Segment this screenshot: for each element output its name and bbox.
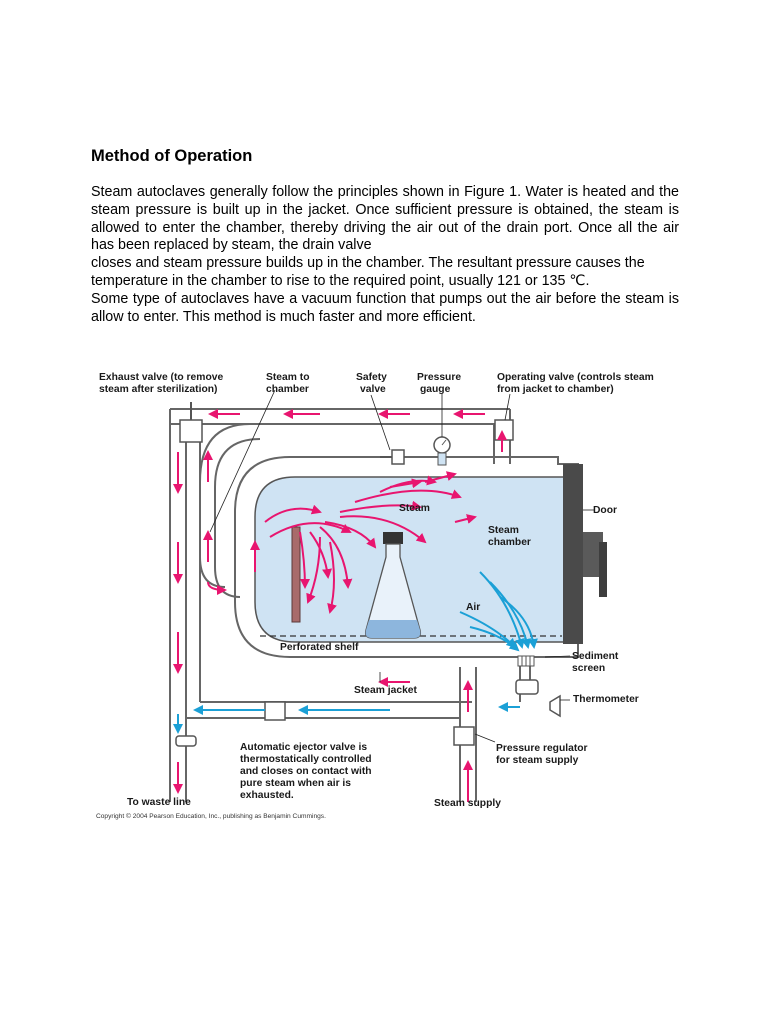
safety-valve — [391, 449, 405, 465]
label-to-waste-line: To waste line — [127, 797, 191, 808]
rack — [291, 526, 301, 623]
label-steam-to-chamber-2: chamber — [266, 384, 309, 395]
label-door: Door — [593, 505, 617, 516]
paragraph-2: closes and steam pressure builds up in t… — [91, 255, 645, 289]
label-sediment-screen-1: Sediment — [572, 651, 619, 662]
door-handle — [583, 532, 603, 577]
label-perforated-shelf: Perforated shelf — [280, 642, 359, 653]
operating-valve — [494, 419, 514, 441]
label-sediment-screen-2: screen — [572, 663, 605, 674]
label-operating-valve-2: from jacket to chamber) — [497, 384, 614, 395]
label-steam-chamber-2: chamber — [488, 537, 531, 548]
label-ejector-3: and closes on contact with — [240, 766, 372, 777]
air-arrows — [173, 571, 538, 734]
copyright-notice: Copyright © 2004 Pearson Education, Inc.… — [96, 813, 326, 820]
flask — [364, 532, 422, 639]
label-ejector-1: Automatic ejector valve is — [240, 742, 367, 753]
label-exhaust-valve-1: Exhaust valve (to remove — [99, 372, 223, 383]
label-steam: Steam — [399, 503, 430, 514]
steam-arrows — [173, 409, 507, 802]
label-thermometer: Thermometer — [573, 694, 639, 705]
label-exhaust-valve-2: steam after sterilization) — [99, 384, 217, 395]
label-pressure-regulator-2: for steam supply — [496, 755, 579, 766]
exhaust-valve — [179, 419, 203, 443]
drain-coupling — [175, 735, 197, 747]
label-steam-chamber-1: Steam — [488, 525, 519, 536]
ejector-valve — [264, 701, 286, 721]
autoclave-diagram: Exhaust valve (to remove steam after ste… — [99, 372, 654, 809]
label-pressure-regulator-1: Pressure regulator — [496, 743, 588, 754]
label-steam-jacket: Steam jacket — [354, 685, 418, 696]
paragraph-3: Some type of autoclaves have a vacuum fu… — [91, 290, 679, 325]
label-ejector-5: exhausted. — [240, 790, 294, 801]
label-ejector-2: thermostatically controlled — [240, 754, 372, 765]
label-operating-valve-1: Operating valve (controls steam — [497, 372, 654, 383]
door — [563, 464, 583, 644]
label-safety-valve-2: valve — [360, 384, 386, 395]
label-ejector-4: pure steam when air is — [240, 778, 351, 789]
thermometer — [515, 679, 539, 695]
label-steam-supply: Steam supply — [434, 798, 501, 809]
body-text: Steam autoclaves generally follow the pr… — [91, 184, 679, 326]
paragraph-1: Steam autoclaves generally follow the pr… — [91, 184, 679, 254]
label-pressure-gauge-1: Pressure — [417, 372, 461, 383]
label-safety-valve-1: Safety — [356, 372, 387, 383]
pressure-regulator — [453, 726, 475, 746]
label-air: Air — [466, 602, 480, 613]
label-pressure-gauge-2: gauge — [420, 384, 451, 395]
section-heading: Method of Operation — [91, 147, 253, 165]
label-steam-to-chamber-1: Steam to — [266, 372, 310, 383]
